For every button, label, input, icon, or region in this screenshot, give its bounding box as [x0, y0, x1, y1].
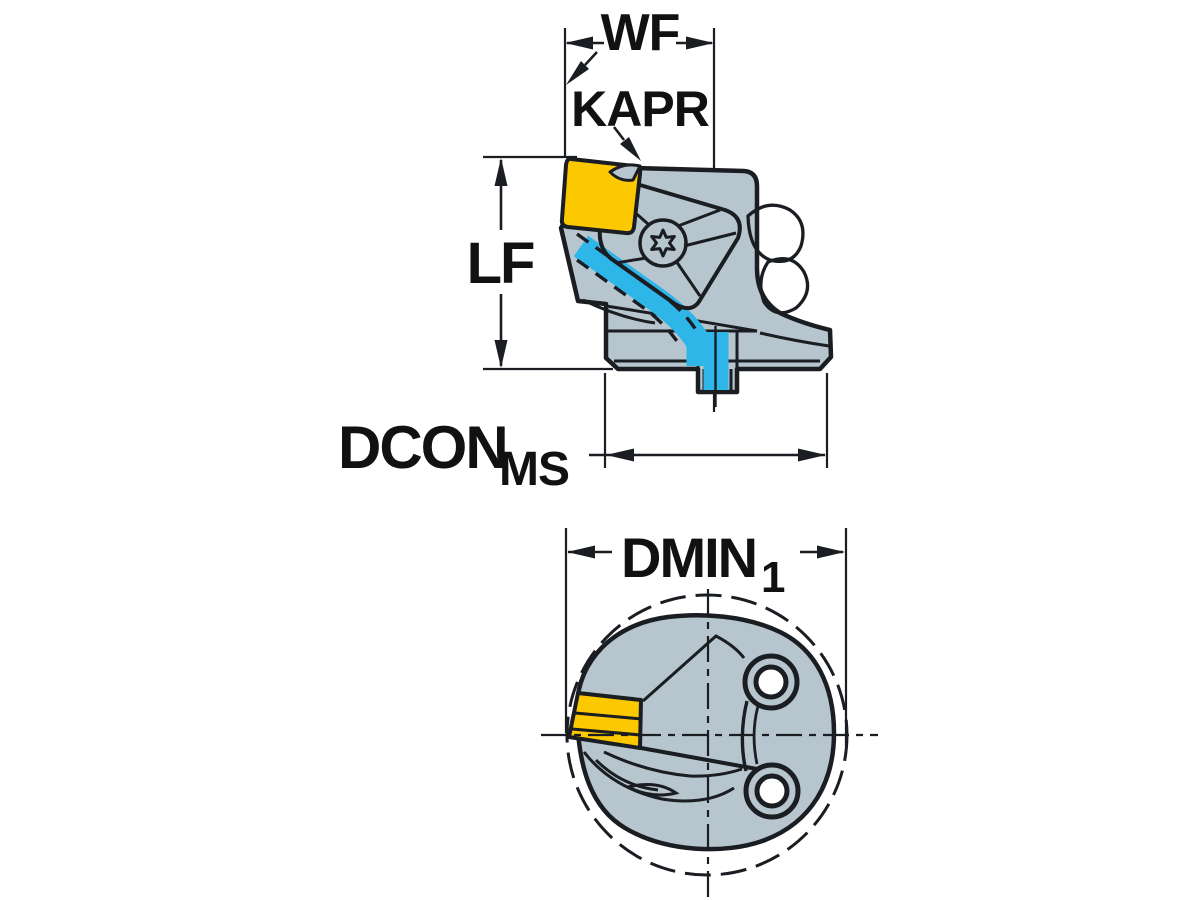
dcon-arrow-right [798, 448, 826, 462]
coolant-channel [573, 232, 729, 407]
lf-label: LF [467, 231, 534, 296]
screw-head-circle [638, 218, 688, 268]
kapr-label: KAPR [571, 81, 710, 137]
insert-edge-line-1 [574, 711, 643, 721]
head-edge-line [642, 634, 746, 703]
dmin-arrow-right [817, 545, 845, 559]
screw-hole-lower-inner [754, 773, 790, 809]
web-line-3 [603, 750, 743, 778]
torx-screw-icon [650, 228, 676, 258]
centerlines [541, 589, 878, 897]
screw-holes [742, 653, 801, 820]
lf-dimension: LF [467, 158, 536, 368]
insert-edge-line-2 [571, 727, 642, 737]
body-split-line [640, 746, 758, 771]
seat-line [582, 298, 656, 325]
end-view: DMIN 1 [541, 526, 878, 897]
screw-hole-upper-outer [742, 653, 800, 711]
dmin-dimension: DMIN 1 [564, 526, 848, 747]
lever-shape-upper [746, 203, 805, 264]
screw-hole-upper-inner [753, 664, 789, 700]
dcon-arrow-left [606, 448, 634, 462]
side-view: WF KAPR LF DCON MS [338, 4, 834, 496]
web-line-1 [582, 751, 735, 803]
extension-lines [483, 28, 829, 468]
web-line-2 [594, 758, 659, 792]
lf-arrow-bottom [494, 340, 508, 368]
dcon-dimension: DCON MS [338, 414, 826, 496]
dmin-subscript: 1 [761, 553, 785, 602]
end-view-details [582, 634, 760, 803]
wf-arrow-left [565, 36, 593, 50]
web-lens [623, 783, 680, 797]
dcon-subscript: MS [499, 443, 569, 496]
clamp-nose [608, 163, 642, 182]
insert-face [567, 691, 643, 750]
dmin-arrow-left [567, 545, 595, 559]
lf-arrow-top [494, 158, 508, 186]
wf-dimension: WF [565, 4, 714, 62]
dcon-label: DCON [338, 414, 507, 481]
kapr-arrow-lower [620, 137, 641, 161]
lever-shape-lower [759, 257, 810, 315]
screw-hole-lower-outer [743, 762, 801, 820]
coolant-band [573, 235, 712, 366]
cutting-insert-end [567, 691, 643, 750]
kapr-callout: KAPR [566, 51, 711, 161]
kapr-arrow-upper [566, 61, 589, 85]
dmin-label: DMIN [621, 526, 756, 589]
flange-inner-line [759, 331, 830, 348]
wf-arrow-right [686, 36, 714, 50]
wf-label: WF [601, 4, 680, 62]
